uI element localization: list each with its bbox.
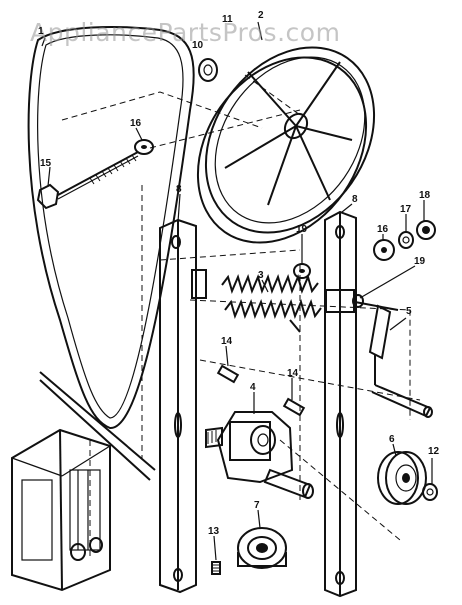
callout-belt: 1	[38, 26, 44, 37]
callout-part-10: 10	[192, 40, 204, 51]
crank-assembly	[352, 294, 433, 418]
callout-set-screw: 13	[208, 526, 220, 537]
belt	[27, 26, 195, 430]
watermark: AppliancePartsPros.com	[30, 18, 341, 47]
gearbox	[205, 411, 314, 499]
callout-crank: 5	[406, 306, 412, 317]
mount-box	[11, 371, 156, 592]
callout-spring: 3	[258, 270, 264, 281]
callout-clip: 12	[428, 446, 440, 457]
callout-left-rail: 8	[176, 184, 182, 195]
callout-key-right: 14	[287, 368, 299, 379]
callout-bolt: 15	[40, 158, 52, 169]
keys	[216, 364, 306, 417]
small-pulley	[377, 451, 427, 505]
bolt	[36, 151, 139, 210]
set-screw	[211, 561, 221, 575]
callout-gearbox: 4	[250, 382, 256, 393]
callout-part-11: 11	[222, 14, 233, 25]
callout-key-left: 14	[221, 336, 233, 347]
lower-pulley	[237, 527, 287, 569]
callout-large-pulley: 2	[258, 10, 264, 21]
callout-nut: 18	[419, 190, 431, 201]
callout-right-washer: 16	[377, 224, 389, 235]
right-hardware	[373, 220, 436, 261]
leader-lines	[41, 21, 433, 561]
top-washer	[198, 58, 218, 82]
middle-washer	[293, 263, 311, 279]
callout-right-rail: 8	[352, 194, 358, 205]
spring	[221, 274, 322, 333]
guide-lines	[61, 74, 421, 560]
callout-bolt-washer: 16	[130, 118, 142, 129]
right-rail	[324, 210, 357, 598]
large-pulley	[196, 46, 376, 244]
callout-middle-washer: 19	[296, 224, 308, 235]
callout-lower-pulley: 7	[254, 500, 260, 511]
clip	[422, 483, 438, 501]
callout-small-pulley: 6	[389, 434, 395, 445]
bolt-washer	[134, 139, 154, 155]
callout-small-washer: 17	[400, 204, 412, 215]
left-rail	[159, 218, 207, 594]
callout-pin: 19	[414, 256, 426, 267]
